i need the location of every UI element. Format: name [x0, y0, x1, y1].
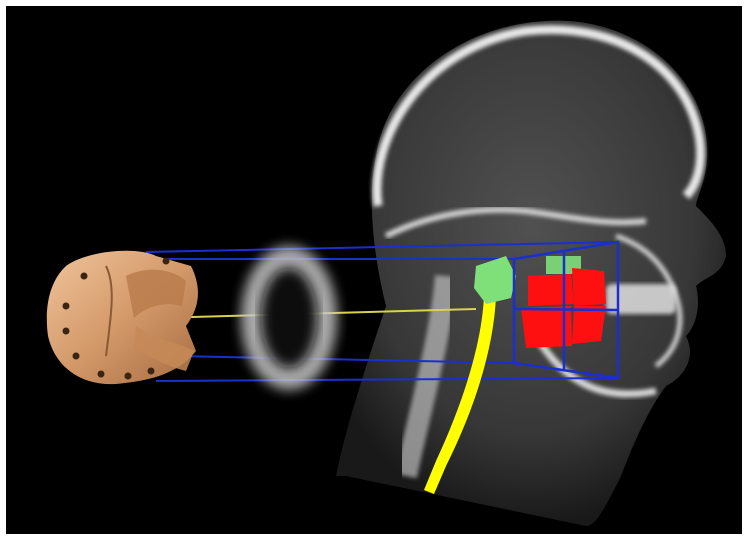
black-background	[6, 6, 742, 534]
ct-head-silhouette	[336, 21, 726, 526]
scene-svg	[6, 6, 742, 534]
blurred-aperture	[241, 246, 337, 390]
copper-compensator	[47, 251, 198, 384]
